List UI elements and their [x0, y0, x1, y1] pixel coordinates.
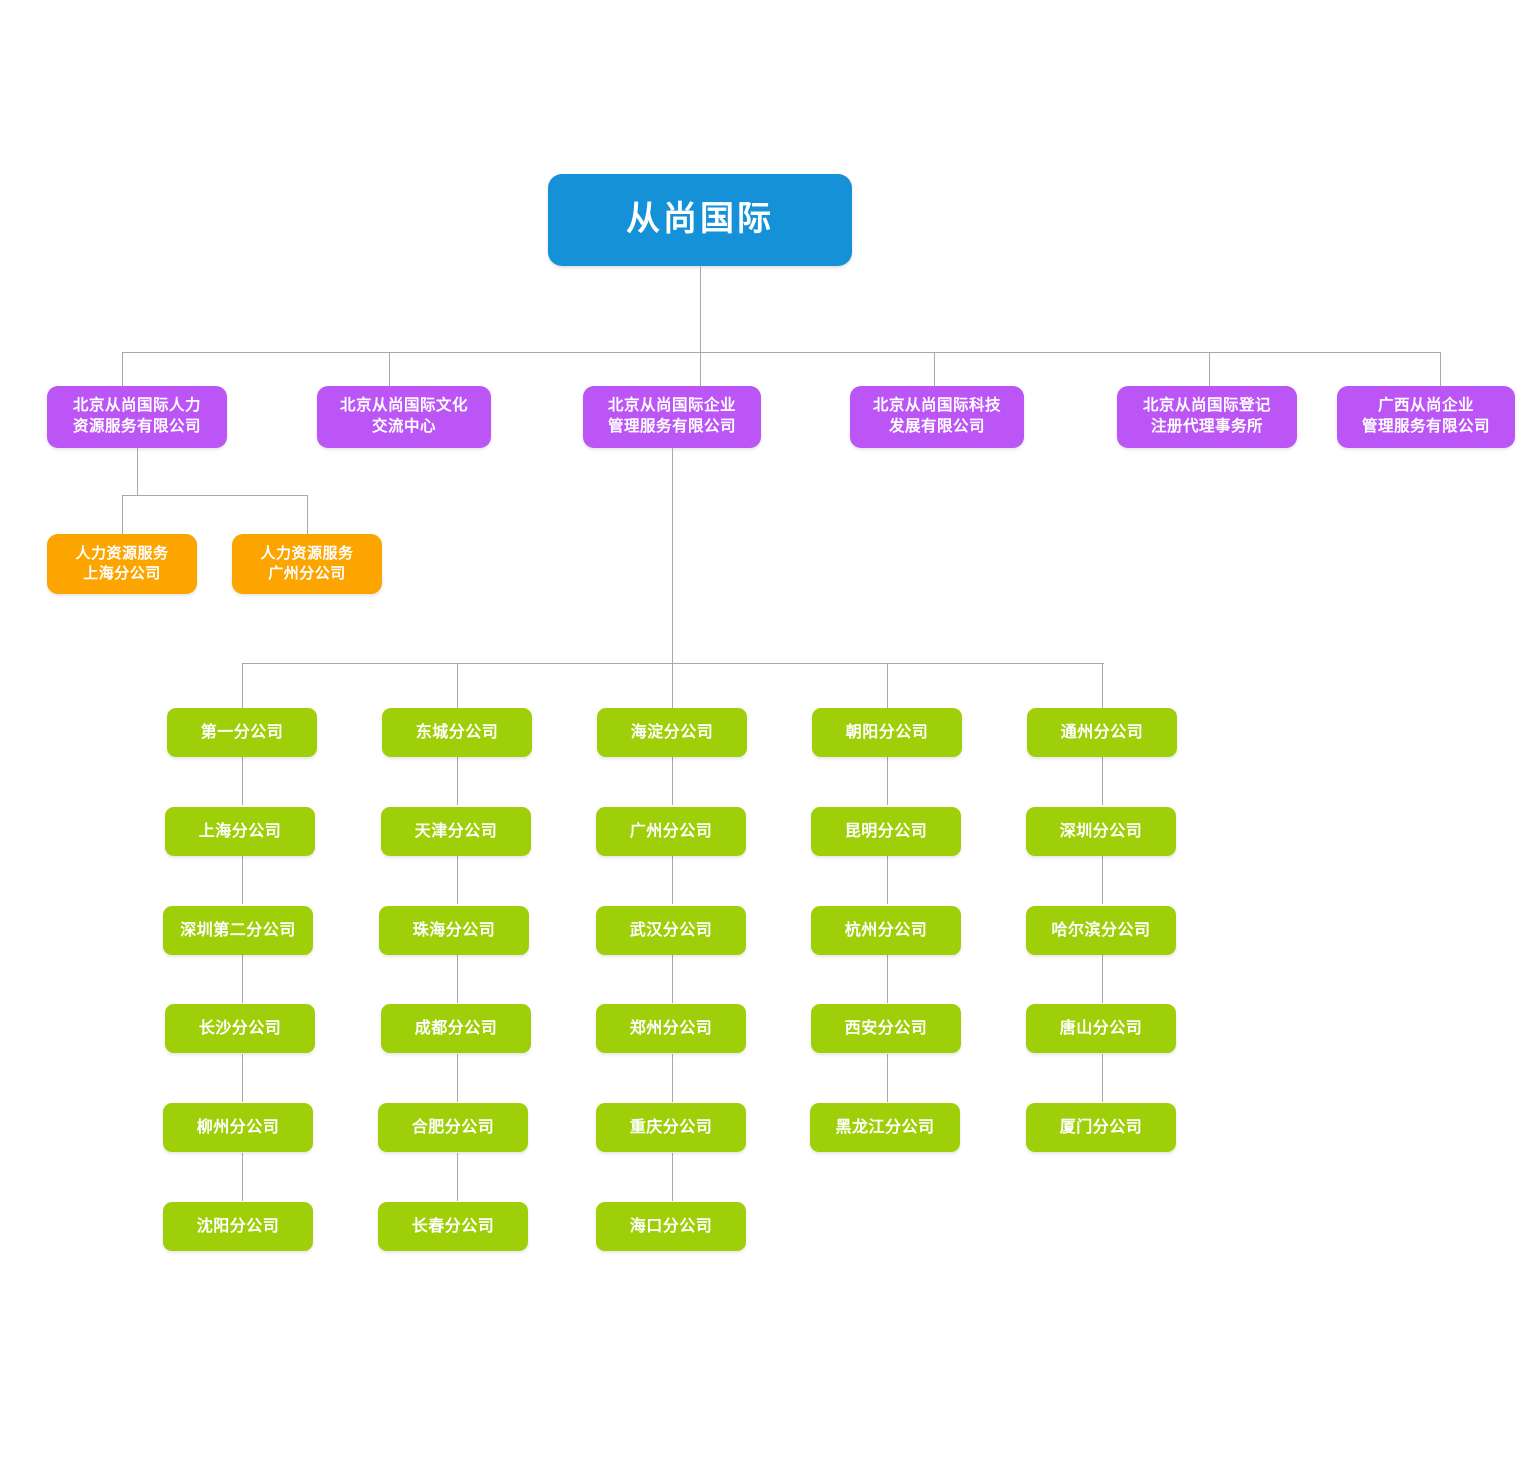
- connector-branch-bus: [242, 663, 1104, 664]
- connector-col2-link-2: [457, 856, 458, 904]
- connector-col3-link-5: [672, 1153, 673, 1201]
- connector-col2-link-3: [457, 955, 458, 1003]
- org-node-branch-c3-r6[interactable]: 海口分公司: [596, 1202, 746, 1251]
- connector-col3-link-4: [672, 1054, 673, 1102]
- connector-drop-division-5: [1209, 352, 1210, 388]
- connector-col4-link-2: [887, 856, 888, 904]
- connector-col1-link-5: [242, 1153, 243, 1201]
- org-node-branch-c1-r2[interactable]: 上海分公司: [165, 807, 315, 856]
- connector-drop-division-3: [700, 352, 701, 388]
- connector-drop-division-4: [934, 352, 935, 388]
- connector-col5-link-4: [1102, 1054, 1103, 1102]
- org-node-branch-c3-r5[interactable]: 重庆分公司: [596, 1103, 746, 1152]
- org-node-branch-c5-r3[interactable]: 哈尔滨分公司: [1026, 906, 1176, 955]
- org-node-division-1[interactable]: 北京从尚国际人力 资源服务有限公司: [47, 386, 227, 448]
- org-node-branch-c5-r5[interactable]: 厦门分公司: [1026, 1103, 1176, 1152]
- connector-col4-link-4: [887, 1054, 888, 1102]
- org-node-branch-c1-r4[interactable]: 长沙分公司: [165, 1004, 315, 1053]
- connector-drop-division-2: [389, 352, 390, 388]
- connector-level2-bus: [122, 352, 1440, 353]
- org-node-branch-c2-r2[interactable]: 天津分公司: [381, 807, 531, 856]
- connector-col1-link-4: [242, 1054, 243, 1102]
- connector-col5-link-2: [1102, 856, 1103, 904]
- connector-col1-link-3: [242, 955, 243, 1003]
- connector-col2-link-4: [457, 1054, 458, 1102]
- org-node-branch-c1-r6[interactable]: 沈阳分公司: [163, 1202, 313, 1251]
- connector-col4-link-1: [887, 757, 888, 805]
- connector-col5-link-1: [1102, 757, 1103, 805]
- connector-col3-link-2: [672, 856, 673, 904]
- org-node-branch-c1-r1[interactable]: 第一分公司: [167, 708, 317, 757]
- org-node-branch-c2-r5[interactable]: 合肥分公司: [378, 1103, 528, 1152]
- org-node-branch-c3-r4[interactable]: 郑州分公司: [596, 1004, 746, 1053]
- org-node-branch-c5-r1[interactable]: 通州分公司: [1027, 708, 1177, 757]
- connector-drop-hr-1: [122, 495, 123, 534]
- org-node-branch-c4-r3[interactable]: 杭州分公司: [811, 906, 961, 955]
- org-node-branch-c5-r2[interactable]: 深圳分公司: [1026, 807, 1176, 856]
- org-node-branch-c3-r2[interactable]: 广州分公司: [596, 807, 746, 856]
- org-node-division-2[interactable]: 北京从尚国际文化 交流中心: [317, 386, 491, 448]
- org-node-branch-c4-r5[interactable]: 黑龙江分公司: [810, 1103, 960, 1152]
- connector-col4-link-3: [887, 955, 888, 1003]
- org-node-root[interactable]: 从尚国际: [548, 174, 852, 266]
- org-node-division-5[interactable]: 北京从尚国际登记 注册代理事务所: [1117, 386, 1297, 448]
- org-node-branch-c2-r6[interactable]: 长春分公司: [378, 1202, 528, 1251]
- connector-branch-stem: [672, 448, 673, 663]
- connector-drop-hr-2: [307, 495, 308, 534]
- connector-col1-link-1: [242, 757, 243, 805]
- connector-drop-division-6: [1440, 352, 1441, 388]
- connector-root-stem: [700, 266, 701, 352]
- org-node-branch-c3-r1[interactable]: 海淀分公司: [597, 708, 747, 757]
- org-node-branch-c1-r5[interactable]: 柳州分公司: [163, 1103, 313, 1152]
- org-node-branch-c2-r4[interactable]: 成都分公司: [381, 1004, 531, 1053]
- org-node-branch-c2-r1[interactable]: 东城分公司: [382, 708, 532, 757]
- org-node-division-6[interactable]: 广西从尚企业 管理服务有限公司: [1337, 386, 1515, 448]
- connector-col5-link-3: [1102, 955, 1103, 1003]
- org-node-branch-c5-r4[interactable]: 唐山分公司: [1026, 1004, 1176, 1053]
- connector-hr-bus: [122, 495, 307, 496]
- org-node-branch-c4-r1[interactable]: 朝阳分公司: [812, 708, 962, 757]
- connector-col3-link-3: [672, 955, 673, 1003]
- org-node-branch-c2-r3[interactable]: 珠海分公司: [379, 906, 529, 955]
- connector-col1-link-2: [242, 856, 243, 904]
- org-node-hr-sub-1[interactable]: 人力资源服务 上海分公司: [47, 534, 197, 594]
- org-node-branch-c4-r2[interactable]: 昆明分公司: [811, 807, 961, 856]
- org-node-hr-sub-2[interactable]: 人力资源服务 广州分公司: [232, 534, 382, 594]
- connector-drop-branch-col-4: [887, 663, 888, 708]
- connector-hr-stem: [137, 448, 138, 495]
- connector-drop-division-1: [122, 352, 123, 388]
- connector-drop-branch-col-2: [457, 663, 458, 708]
- org-node-division-4[interactable]: 北京从尚国际科技 发展有限公司: [850, 386, 1024, 448]
- connector-drop-branch-col-1: [242, 663, 243, 708]
- connector-col3-link-1: [672, 757, 673, 805]
- connector-drop-branch-col-5: [1102, 663, 1103, 708]
- connector-drop-branch-col-3: [672, 663, 673, 708]
- org-node-branch-c4-r4[interactable]: 西安分公司: [811, 1004, 961, 1053]
- connector-col2-link-1: [457, 757, 458, 805]
- org-node-division-3[interactable]: 北京从尚国际企业 管理服务有限公司: [583, 386, 761, 448]
- org-node-branch-c3-r3[interactable]: 武汉分公司: [596, 906, 746, 955]
- org-node-branch-c1-r3[interactable]: 深圳第二分公司: [163, 906, 313, 955]
- connector-col2-link-5: [457, 1153, 458, 1201]
